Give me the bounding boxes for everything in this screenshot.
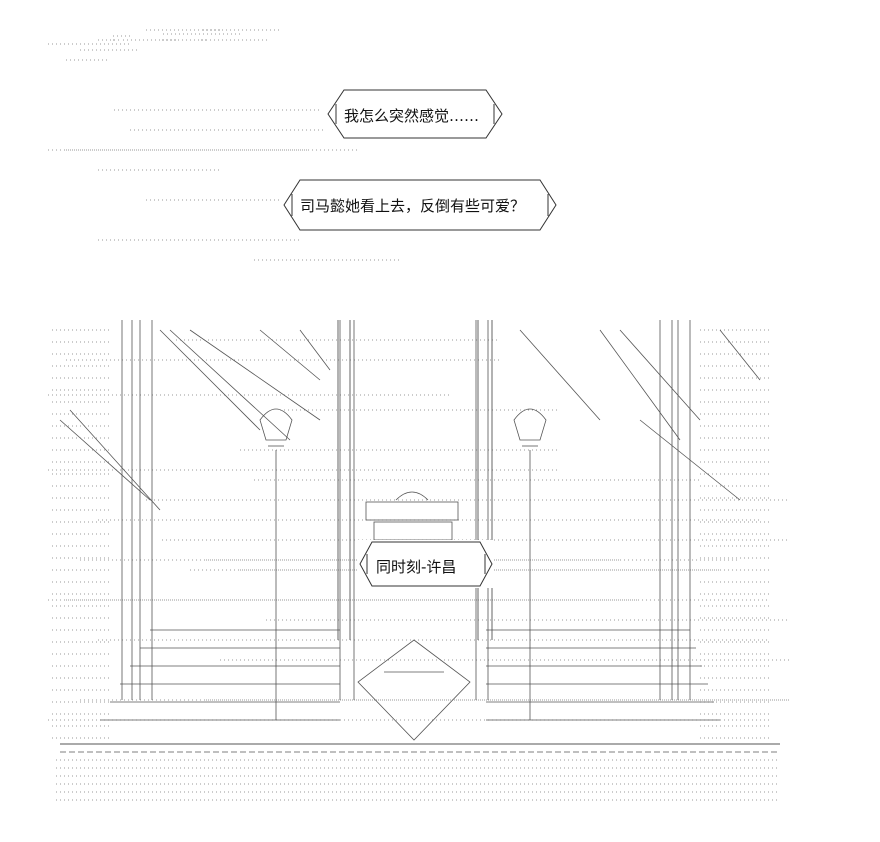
roof-beam bbox=[299, 329, 331, 371]
roof-beam bbox=[189, 329, 321, 421]
roof-beam bbox=[69, 409, 161, 511]
roof-beam bbox=[599, 329, 681, 441]
speech-text-1: 我怎么突然感觉…… bbox=[344, 107, 480, 125]
roof-beam bbox=[639, 419, 741, 501]
roof-beam bbox=[59, 419, 151, 501]
throne-top bbox=[365, 501, 459, 521]
caption-text: 同时刻-许昌 bbox=[376, 558, 457, 576]
speech-bubble-2 bbox=[282, 178, 558, 232]
lantern bbox=[259, 408, 293, 441]
roof-beam bbox=[259, 329, 321, 381]
roof-beam bbox=[159, 329, 261, 431]
caption-box bbox=[358, 540, 494, 588]
floor-emblem bbox=[357, 639, 471, 741]
speech-bubble-1 bbox=[326, 88, 504, 140]
throne-panel bbox=[373, 521, 453, 541]
speech-text-2: 司马懿她看上去，反倒有些可爱？ bbox=[300, 197, 526, 215]
roof-beam bbox=[619, 329, 701, 421]
throne-crest bbox=[395, 491, 429, 501]
roof-beam bbox=[719, 329, 761, 381]
roof-beam bbox=[169, 329, 291, 441]
lantern bbox=[513, 408, 547, 441]
roof-beam bbox=[519, 329, 601, 421]
